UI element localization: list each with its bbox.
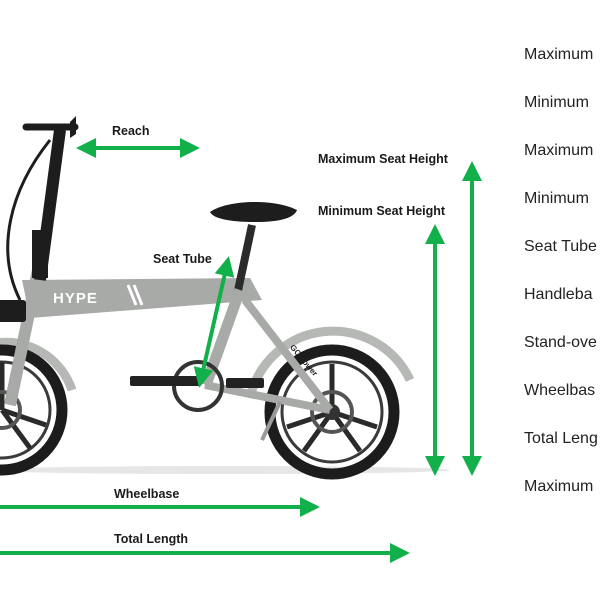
- spec-item: Stand-ove: [524, 334, 597, 351]
- right-pedal: [226, 378, 264, 388]
- spec-item: Wheelbas: [524, 382, 596, 399]
- spec-item: Maximum: [524, 46, 594, 63]
- reach-label: Reach: [112, 124, 150, 138]
- seat-stay: [241, 297, 334, 413]
- rear-fender: [245, 326, 415, 399]
- front-fender: [0, 337, 77, 392]
- saddle: [210, 201, 297, 222]
- wheelbase-label: Wheelbase: [114, 487, 180, 501]
- spec-item: Minimum: [524, 190, 589, 207]
- ground-shadow: [0, 466, 450, 474]
- front-wheel: [0, 344, 68, 476]
- seat-tube-label: Seat Tube: [153, 252, 212, 266]
- spec-item: Handleba: [524, 286, 593, 303]
- dimension-arrows: [0, 138, 482, 563]
- rear-wheel: [264, 344, 400, 480]
- display-icon: [70, 116, 76, 138]
- headlight: [0, 300, 26, 322]
- spec-item: Maximum: [524, 142, 594, 159]
- brake-cable: [6, 139, 52, 301]
- max-seat-height-label: Maximum Seat Height: [318, 152, 448, 166]
- total-length-label: Total Length: [114, 532, 189, 546]
- left-pedal: [130, 376, 200, 386]
- chain-stay: [204, 381, 331, 414]
- spec-item: Minimum: [524, 94, 589, 111]
- spec-item: Maximum: [524, 478, 594, 495]
- fold-hinge: [32, 230, 48, 278]
- min-seat-height-label: Minimum Seat Height: [318, 204, 446, 218]
- kickstand: [260, 401, 282, 441]
- spec-item: Seat Tube: [524, 238, 597, 255]
- spec-item: Total Leng: [524, 430, 598, 447]
- seat-tube-arrow: [193, 256, 235, 388]
- frame-brand-logo: HYPE: [53, 290, 98, 307]
- seat-post: [232, 224, 256, 301]
